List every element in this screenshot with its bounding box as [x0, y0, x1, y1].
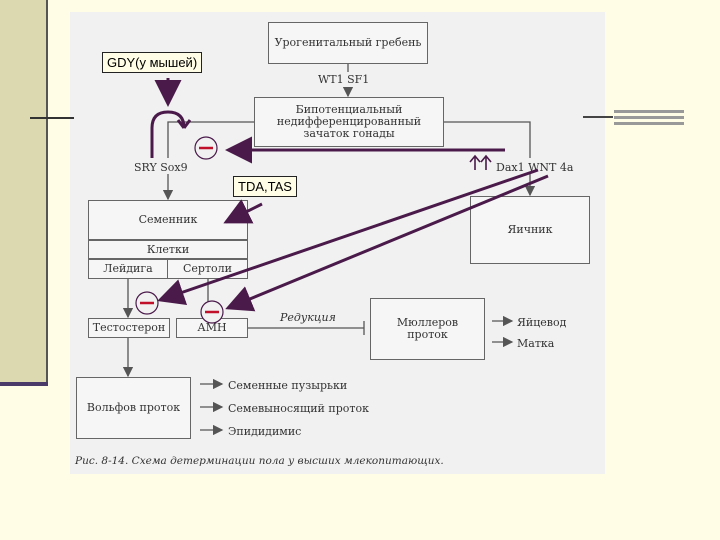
node-muller-duct: Мюллеров проток [370, 298, 485, 360]
callout-gdy-text: GDY(у мышей) [107, 55, 198, 70]
node-urogenital-ridge: Урогенитальный гребень [268, 22, 428, 64]
arrow-wnt-testosterone [157, 168, 539, 305]
uterus-label: Матка [517, 337, 555, 350]
sidebar-panel [0, 0, 46, 385]
dax-wnt-label: Dax1 WNT 4a [496, 161, 574, 174]
node-amh-label: АМН [197, 321, 227, 334]
node-sertoli-label: Сертоли [183, 262, 232, 275]
vas-deferens-label: Семевыносящий проток [228, 402, 369, 415]
node-wolff-duct: Вольфов проток [76, 377, 191, 439]
node-testis: Семенник [88, 200, 248, 240]
node-bipotential-gonad-label: Бипотенциальный недифференцированный зач… [276, 103, 422, 140]
figure-caption: Рис. 8-14. Схема детерминации пола у выс… [75, 455, 595, 467]
node-muller-duct-label: Мюллеров проток [396, 316, 459, 341]
callout-tda-tas-text: TDA,TAS [238, 179, 292, 194]
node-wolff-duct-label: Вольфов проток [86, 401, 181, 414]
arrow-sry-curl [150, 110, 186, 158]
node-testis-label: Семенник [138, 213, 198, 226]
node-bipotential-gonad: Бипотенциальный недифференцированный зач… [254, 97, 444, 147]
arrow-wnt-amh [225, 174, 549, 312]
node-urogenital-ridge-label: Урогенитальный гребень [274, 36, 422, 49]
node-cells-label: Клетки [146, 242, 190, 256]
oviduct-label: Яйцевод [517, 316, 567, 329]
sry-sox9-label: SRY Sox9 [134, 161, 188, 174]
upregulation-arrows [469, 154, 492, 170]
epididymis-label: Эпидидимис [228, 425, 302, 438]
decor-rule-right [583, 116, 613, 118]
caption-text: Схема детерминации пола у высших млекопи… [131, 455, 444, 467]
node-cells: Клетки [88, 240, 248, 259]
node-leydig-label: Лейдига [103, 262, 153, 275]
curl-arrowhead [176, 119, 192, 129]
decor-rule-left [30, 117, 74, 119]
arrow-tda-testis [223, 199, 263, 224]
sidebar-foot-rule [0, 382, 48, 386]
ridge-factors-label: WT1 SF1 [318, 73, 370, 86]
line-bipotential-dax [444, 121, 531, 158]
callout-gdy: GDY(у мышей) [102, 52, 203, 73]
node-testosterone: Тестостерон [88, 318, 170, 338]
callout-tda-tas: TDA,TAS [233, 176, 297, 197]
sidebar-rule [46, 0, 48, 385]
up-arrow-1 [469, 154, 481, 170]
reduction-label: Редукция [280, 311, 336, 324]
seminal-vesicles-label: Семенные пузырьки [228, 379, 348, 392]
node-leydig: Лейдига [88, 259, 168, 279]
decor-rule-bars [614, 110, 684, 126]
node-ovary-label: Яичник [507, 223, 553, 236]
node-ovary: Яичник [470, 196, 590, 264]
up-arrow-2 [480, 154, 492, 170]
gray-connectors [122, 64, 536, 436]
line-bipotential-sry [167, 121, 254, 158]
node-testosterone-label: Тестостерон [92, 321, 166, 334]
inhibition-marks [135, 136, 224, 324]
caption-label: Рис. 8-14. [75, 455, 129, 467]
overlay-arrows [150, 78, 549, 312]
